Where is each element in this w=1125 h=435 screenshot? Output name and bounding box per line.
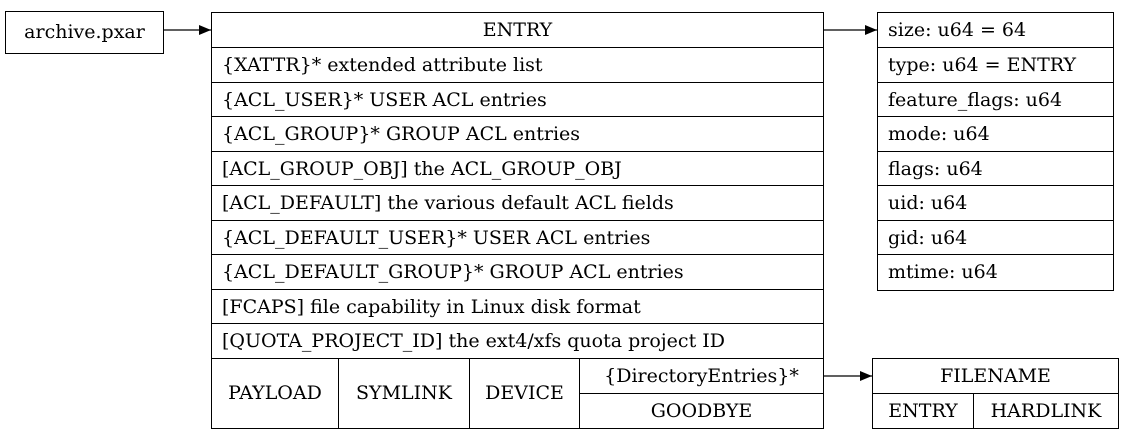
entry-header: ENTRY (482, 18, 553, 41)
archive-node: archive.pxar (5, 11, 164, 54)
entry-row-acl-group-obj: [ACL_GROUP_OBJ] the ACL_GROUP_OBJ (222, 157, 622, 180)
stat-field-uid: uid: u64 (888, 191, 968, 214)
column-divider (579, 359, 580, 428)
column-divider (973, 394, 974, 428)
row-divider (212, 289, 823, 290)
row-divider (878, 116, 1113, 117)
row-divider (212, 323, 823, 324)
row-divider (212, 47, 823, 48)
stat-field-feature-flags: feature_flags: u64 (888, 88, 1063, 111)
row-divider (212, 254, 823, 255)
stat-field-mtime: mtime: u64 (888, 261, 998, 283)
entry-row-quota-project-id: [QUOTA_PROJECT_ID] the ext4/xfs quota pr… (222, 329, 725, 352)
entry-row-fcaps: [FCAPS] file capability in Linux disk fo… (222, 295, 641, 318)
row-divider (212, 151, 823, 152)
row-divider (878, 47, 1113, 48)
archive-label: archive.pxar (24, 21, 145, 43)
column-divider (469, 359, 470, 428)
row-divider (878, 220, 1113, 221)
stat-field-mode: mode: u64 (888, 122, 990, 145)
entry-node: ENTRY {XATTR}* extended attribute list {… (211, 12, 824, 429)
entry-symlink: SYMLINK (356, 382, 452, 404)
row-divider (878, 254, 1113, 255)
stat-node: size: u64 = 64 type: u64 = ENTRY feature… (877, 12, 1114, 291)
filename-hardlink: HARDLINK (990, 399, 1102, 422)
entry-row-acl-user: {ACL_USER}* USER ACL entries (222, 88, 547, 111)
filename-header: FILENAME (940, 364, 1051, 387)
row-divider (873, 393, 1118, 394)
entry-row-acl-default-user: {ACL_DEFAULT_USER}* USER ACL entries (222, 226, 651, 249)
stat-field-size: size: u64 = 64 (888, 18, 1027, 41)
row-divider (212, 358, 823, 359)
entry-row-acl-default: [ACL_DEFAULT] the various default ACL fi… (222, 191, 674, 214)
stat-field-type: type: u64 = ENTRY (888, 53, 1077, 76)
row-divider (212, 185, 823, 186)
column-divider (338, 359, 339, 428)
entry-row-acl-default-group: {ACL_DEFAULT_GROUP}* GROUP ACL entries (222, 260, 684, 283)
row-divider (878, 185, 1113, 186)
entry-directory-entries: {DirectoryEntries}* (604, 364, 799, 387)
entry-goodbye: GOODBYE (650, 399, 753, 422)
row-divider (878, 82, 1113, 83)
entry-device: DEVICE (485, 382, 564, 404)
row-divider (580, 393, 823, 394)
filename-node: FILENAME ENTRY HARDLINK (872, 358, 1119, 429)
entry-payload: PAYLOAD (228, 382, 322, 404)
row-divider (212, 116, 823, 117)
entry-row-acl-group: {ACL_GROUP}* GROUP ACL entries (222, 122, 581, 145)
stat-field-gid: gid: u64 (888, 226, 968, 249)
row-divider (878, 151, 1113, 152)
entry-row-xattr: {XATTR}* extended attribute list (222, 53, 543, 76)
row-divider (212, 220, 823, 221)
stat-field-flags: flags: u64 (888, 157, 983, 180)
filename-entry: ENTRY (888, 399, 958, 422)
row-divider (212, 82, 823, 83)
